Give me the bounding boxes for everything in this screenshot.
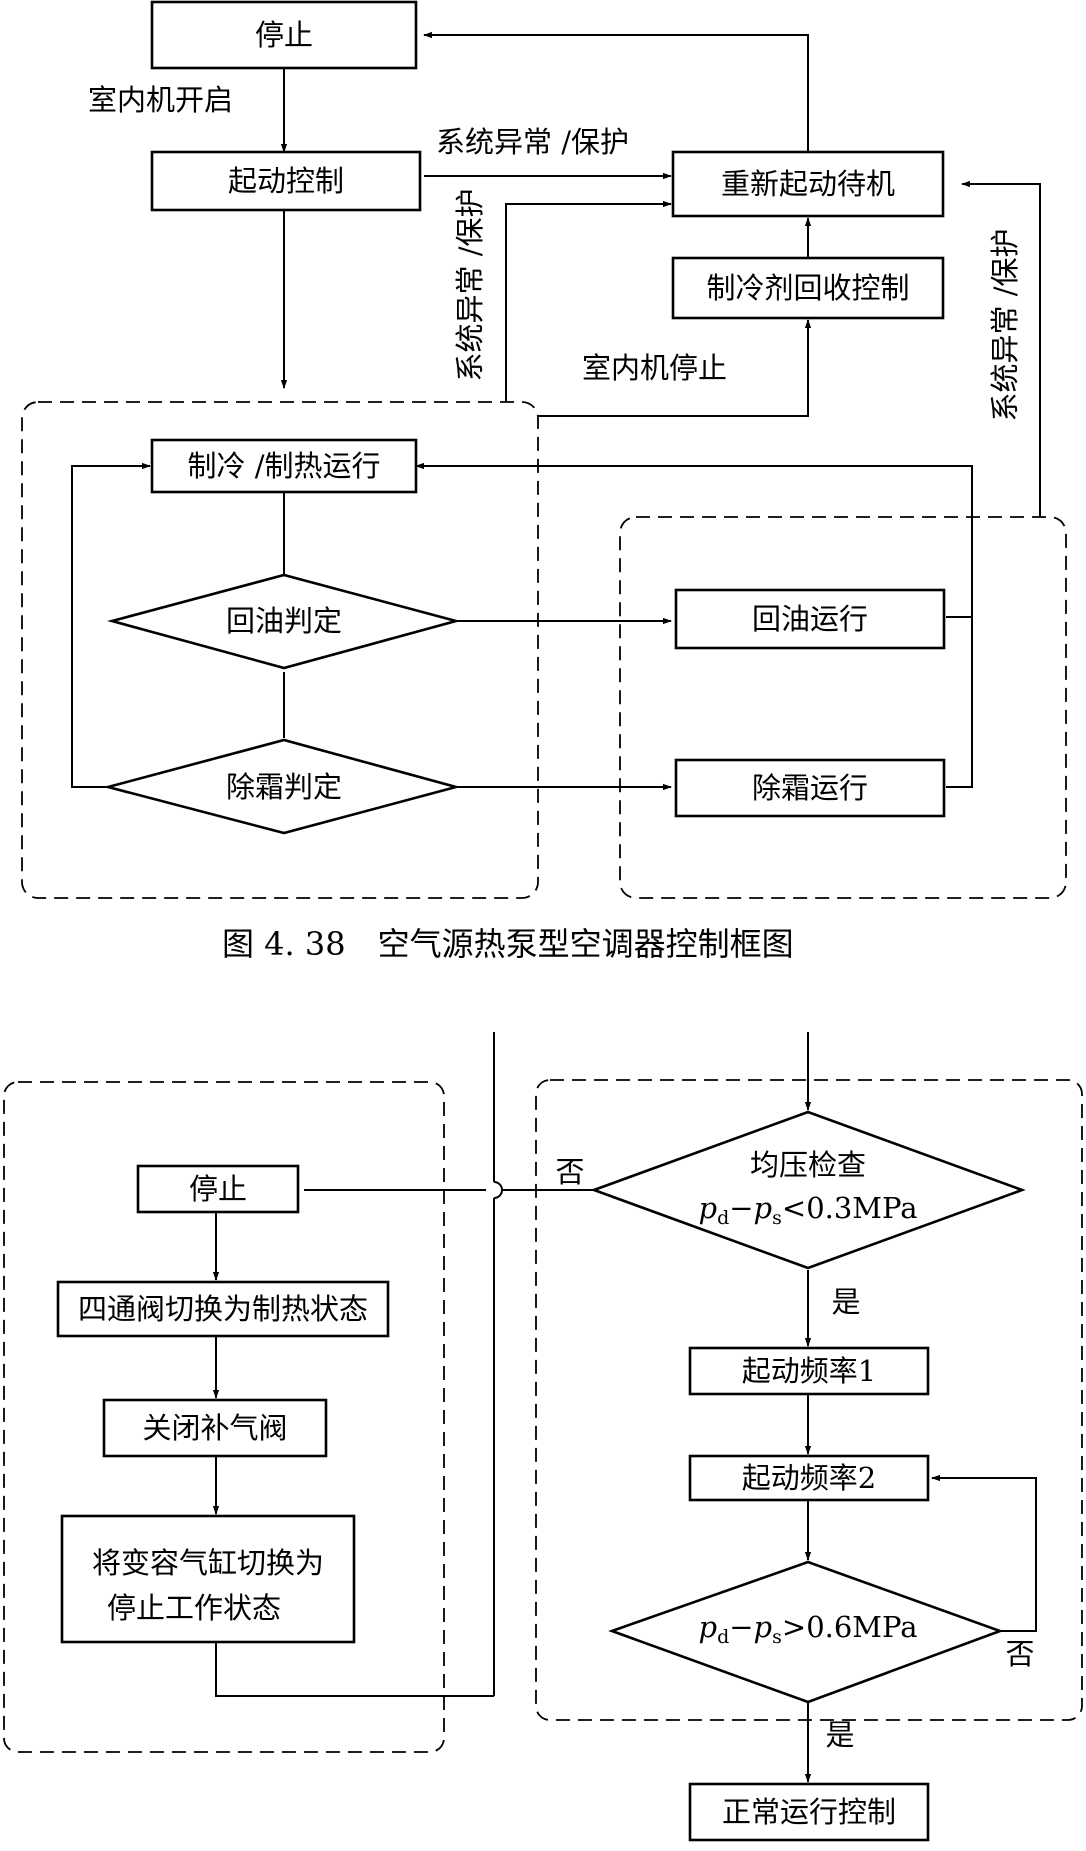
cylinder-switch-label-line1: 将变容气缸切换为 [92,1546,324,1580]
normal-control-label: 正常运行控制 [722,1795,896,1829]
cool-heat-run-label: 制冷 /制热运行 [188,449,381,483]
defrost-run-label: 除霜运行 [752,771,868,805]
stop-label: 停止 [255,18,313,52]
refrigerant-recovery-box [671,256,945,320]
defrost-judge-label: 除霜判定 [226,770,342,804]
indoor-off-label: 室内机停止 [582,351,727,385]
sys-fault-right-label: 系统异常 /保护 [988,229,1022,422]
no-label-bottom: 否 [1005,1637,1034,1671]
oil-return-run-label: 回油运行 [752,602,868,636]
cool-heat-run-box [150,438,418,494]
start-freq1-box [688,1346,930,1396]
refrigerant-recovery-label: 制冷剂回收控制 [706,271,909,305]
defrost-run-box [674,758,946,818]
start-control-box [150,150,422,212]
close-vapor-valve-label: 关闭补气阀 [142,1411,287,1445]
figure-caption: 图 4. 38 空气源热泵型空调器控制框图 [222,925,794,963]
yes-label-bottom: 是 [825,1718,854,1752]
four-way-valve-label: 四通阀切换为制热状态 [78,1292,368,1326]
start-freq1-label: 起动频率1 [742,1354,876,1388]
figure-startup-flow: 停止 四通阀切换为制热状态 关闭补气阀 将变容气缸切换为 停止工作状态 均压检查… [3,1032,1083,1842]
stop-box-2 [136,1164,300,1214]
left-stop-group [3,1081,445,1753]
stop-box [150,0,418,70]
normal-control-box [688,1782,930,1842]
start-control-label: 起动控制 [228,164,344,198]
oil-return-judge-diamond [107,573,461,670]
restart-standby-label: 重新起动待机 [721,167,895,201]
pressure-check-diamond [590,1110,1026,1270]
figure-4-38: 停止 室内机开启 起动控制 系统异常 /保护 系统异常 /保护 重新起动待机 制… [21,0,1067,963]
fig1-connectors [71,31,1041,791]
fig2-connectors [212,1032,1037,1783]
yes-label-top: 是 [831,1285,860,1319]
pressure-condition-diamond [608,1560,1004,1704]
cylinder-switch-label-line2: 停止工作状态 [107,1591,281,1625]
sys-fault-left-label: 系统异常 /保护 [453,189,487,382]
restart-standby-box [671,150,945,218]
oil-return-run-box [674,588,946,650]
pressure-check-formula: pd−ps<0.3MPa [698,1191,917,1229]
oil-return-judge-label: 回油判定 [226,604,342,638]
sys-fault-top-label: 系统异常 /保护 [436,125,629,159]
pressure-check-title: 均压检查 [750,1148,866,1182]
left-run-group [21,401,539,899]
four-way-valve-box [56,1280,390,1338]
indoor-on-label: 室内机开启 [88,83,233,117]
pressure-condition-formula: pd−ps>0.6MPa [698,1610,917,1648]
right-run-group [619,516,1067,899]
no-label-top: 否 [555,1155,584,1189]
cylinder-switch-box [60,1514,356,1644]
start-freq2-box [688,1454,930,1502]
close-vapor-valve-box [102,1398,328,1458]
defrost-judge-diamond [102,738,461,835]
stop-label-2: 停止 [189,1172,247,1206]
start-freq2-label: 起动频率2 [742,1461,876,1495]
